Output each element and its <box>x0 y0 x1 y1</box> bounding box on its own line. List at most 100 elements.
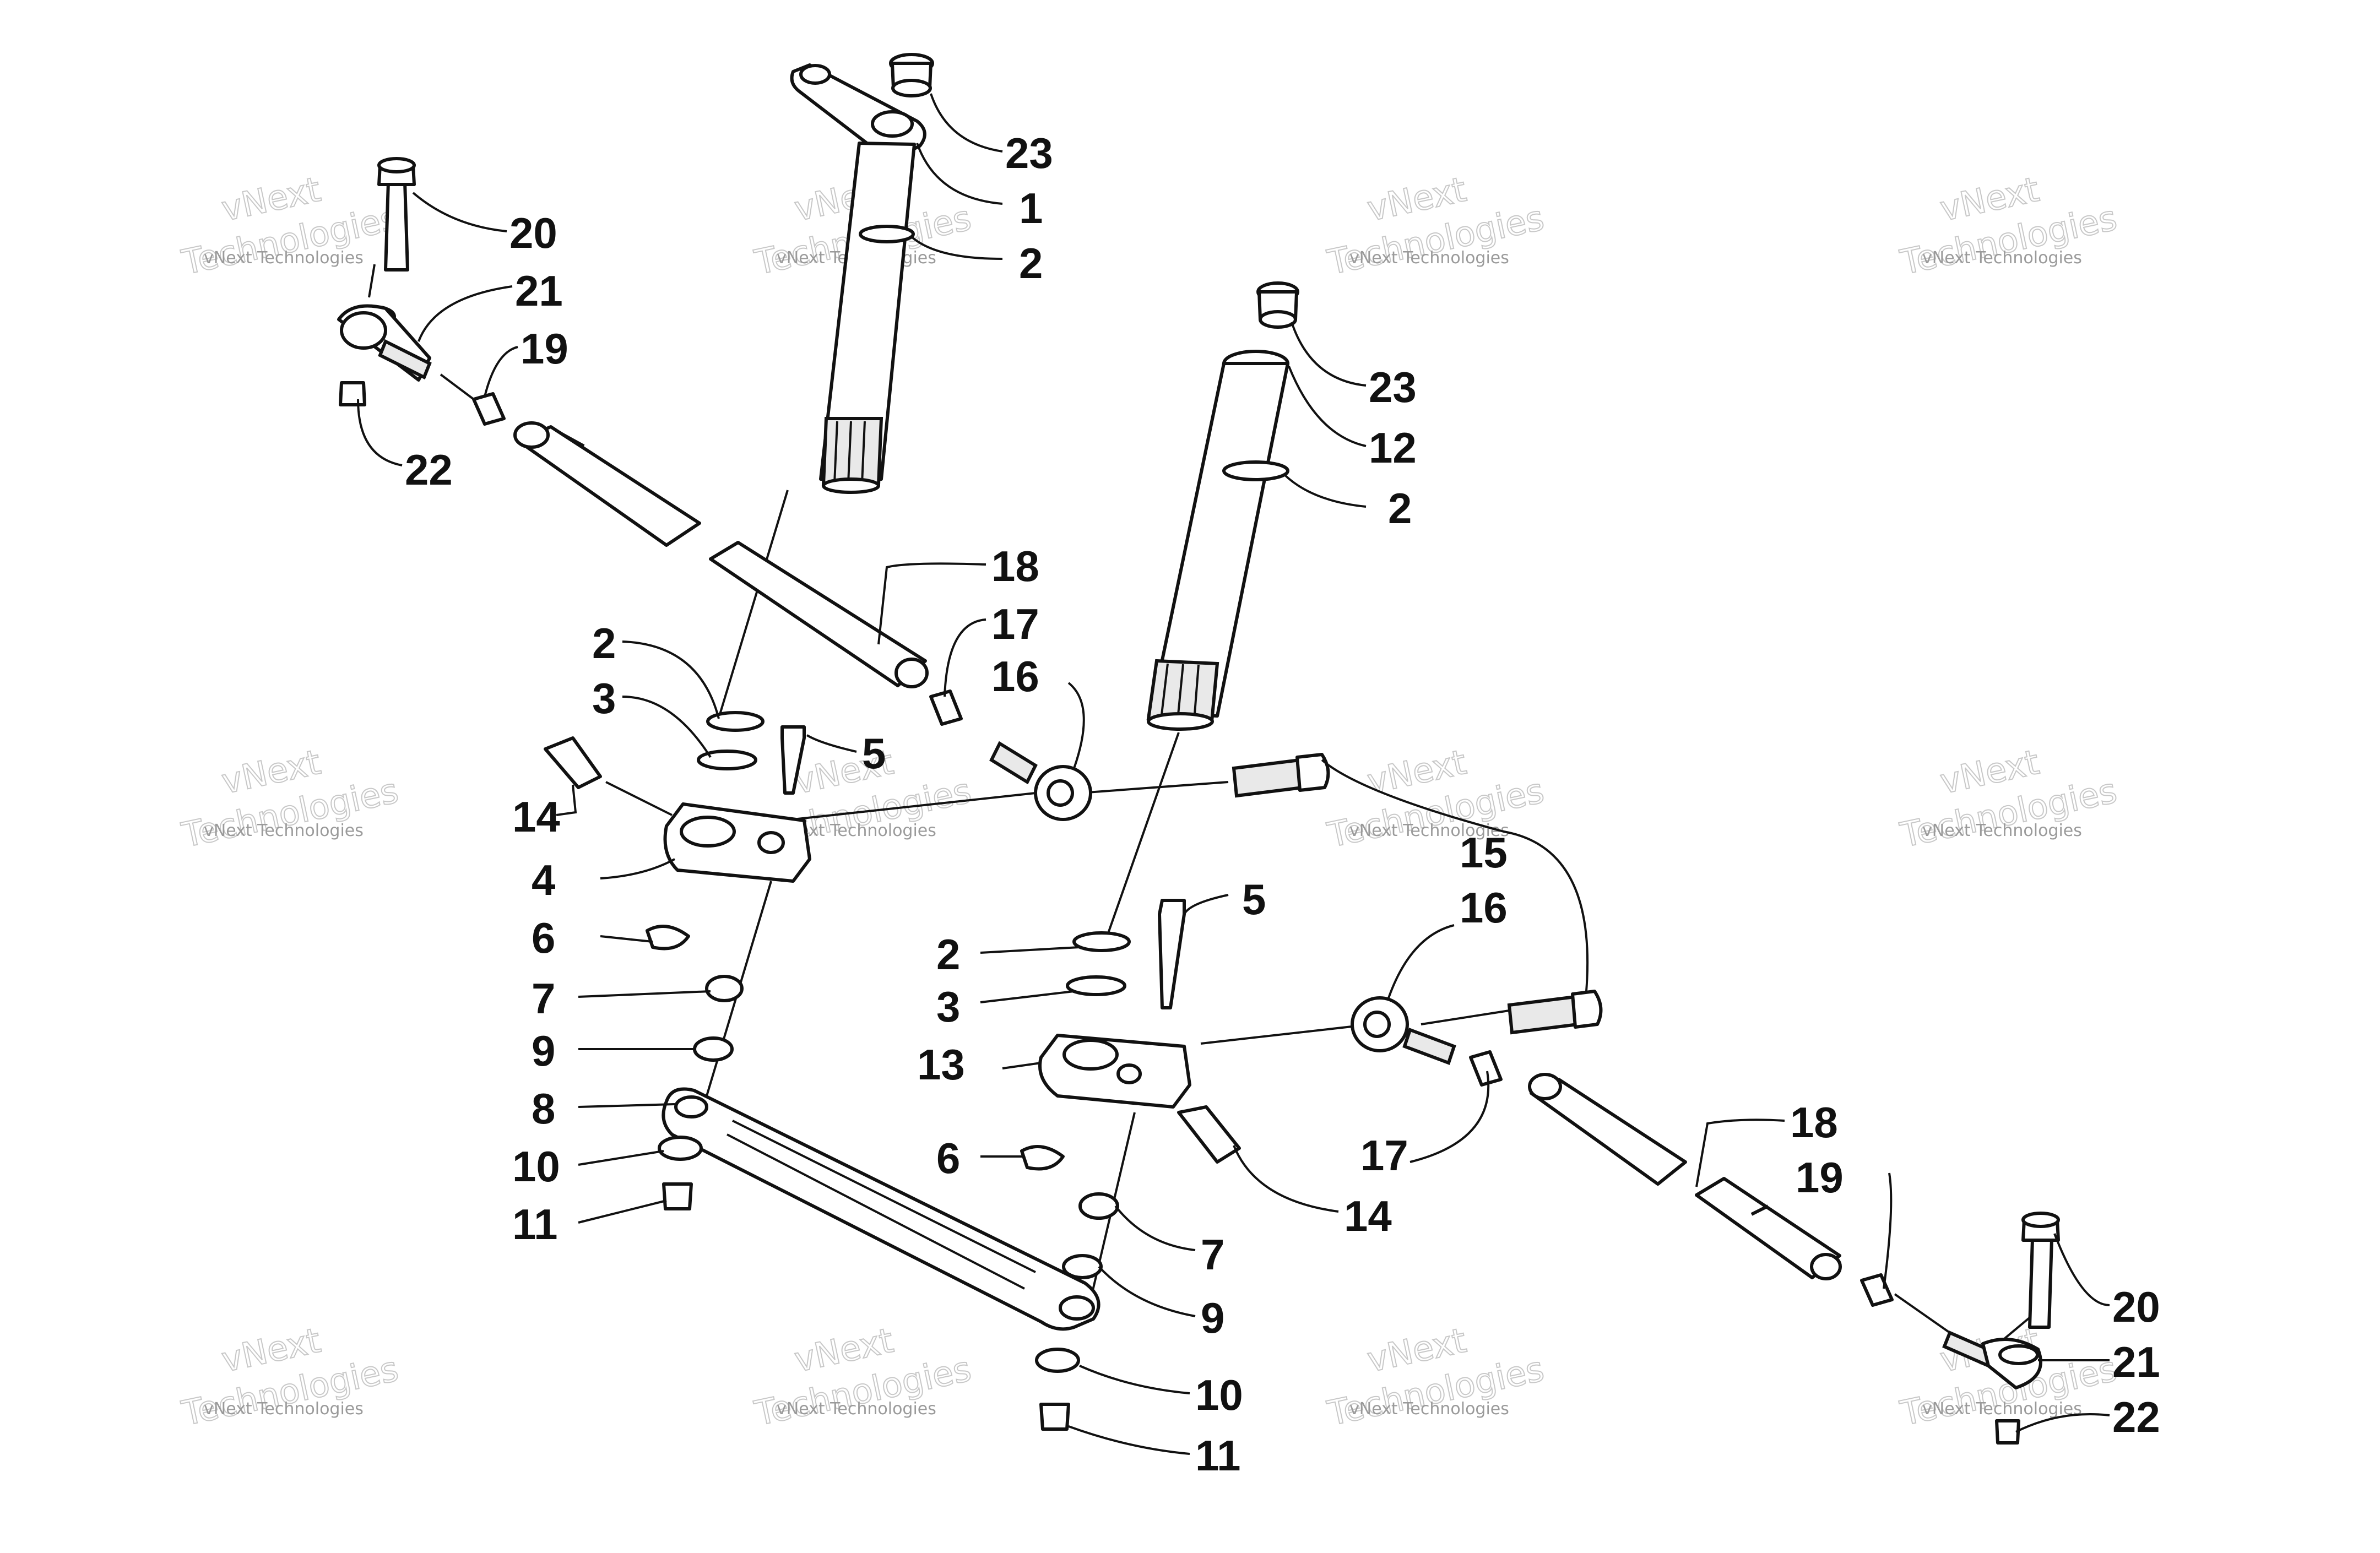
callout-labels: 23 1 2 20 21 19 22 23 12 2 18 17 16 2 3 … <box>405 129 2160 1480</box>
bolt-14-right <box>1177 1105 1241 1164</box>
tie-rod-lower-section <box>1695 1177 1841 1279</box>
callout-5-left: 5 <box>862 729 886 778</box>
washer-10-left <box>658 1136 703 1161</box>
bolt-5-left <box>780 725 806 795</box>
left-link-hardware <box>658 1136 703 1210</box>
watermark-text: vNext Technologies <box>1922 821 2082 840</box>
callout-2-top: 2 <box>1019 239 1043 287</box>
spindle-o-ring <box>859 225 915 243</box>
callout-23-right: 23 <box>1369 363 1417 411</box>
left-spindle <box>790 63 926 494</box>
callout-17-right: 17 <box>1360 1131 1408 1180</box>
callout-4: 4 <box>532 856 555 904</box>
watermark-text: vNext Technologies <box>1922 248 2082 268</box>
callout-18-left: 18 <box>991 542 1039 590</box>
rod-end-16-thread <box>989 741 1038 785</box>
axis-line-right-tie <box>1200 1023 1372 1045</box>
axis-line-left-bolt <box>1079 781 1229 794</box>
rod-end-thread <box>378 339 432 380</box>
clip-6-right <box>1020 1145 1065 1171</box>
right-rod-end-assembly <box>1860 1212 2060 1445</box>
nut-22-right <box>1995 1419 2020 1445</box>
watermark-text: vNext Technologies <box>1922 1399 2082 1419</box>
spindle-spline <box>821 417 883 486</box>
callout-6-left: 6 <box>532 914 555 962</box>
washer-9-right <box>1062 1254 1103 1279</box>
grease-cap-left <box>889 53 934 97</box>
right-tie-rod <box>1528 1073 1842 1280</box>
snap-ring-3-right <box>1066 975 1126 996</box>
washer-2-right <box>1072 931 1131 952</box>
nut-17 <box>929 689 963 726</box>
right-inner-rod-end <box>1351 990 1603 1087</box>
callout-19-left: 19 <box>521 324 568 373</box>
bushing-7-right <box>1078 1192 1119 1220</box>
axis-line-bolt-14 <box>605 781 673 816</box>
left-rod-end-assembly <box>337 157 506 426</box>
callout-12: 12 <box>1369 423 1417 472</box>
spindle-o-ring <box>1222 460 1289 481</box>
nut-19-right <box>1860 1273 1894 1307</box>
washer-21-right <box>1998 1344 2039 1365</box>
callout-9-left: 9 <box>532 1027 555 1075</box>
watermark-text: vNext Technologies <box>204 1399 364 1419</box>
watermark-text: vNext Technologies <box>204 821 364 840</box>
callout-21-right: 21 <box>2112 1338 2160 1386</box>
callout-15: 15 <box>1460 828 1508 877</box>
axis-line-bolt-20 <box>368 264 376 298</box>
callout-6-right: 6 <box>936 1134 960 1182</box>
callout-1: 1 <box>1019 184 1043 232</box>
watermark-group: vNext Technologies vNext Technologies vN… <box>178 169 2121 1434</box>
right-spindle <box>1146 350 1289 731</box>
axis-line-left-spindle <box>715 490 789 727</box>
clip-6-left <box>646 925 690 951</box>
callout-7-left: 7 <box>532 974 555 1023</box>
callout-23-top: 23 <box>1005 129 1053 177</box>
bolt-15-right-head <box>1571 990 1603 1029</box>
bolt-14-left <box>544 736 602 789</box>
left-tie-rod <box>513 421 929 688</box>
callout-2-right-top: 2 <box>1388 484 1412 533</box>
callout-20-right: 20 <box>2112 1283 2160 1331</box>
callout-10-right: 10 <box>1195 1371 1243 1419</box>
washer-9-left <box>693 1036 734 1062</box>
bolt-20-right-shank <box>2028 1237 2053 1329</box>
washer-10-right <box>1035 1348 1080 1373</box>
nut-19 <box>472 392 506 426</box>
nut-22 <box>339 381 366 406</box>
callout-19-right: 19 <box>1796 1153 1844 1202</box>
callout-13: 13 <box>917 1040 965 1089</box>
callout-17-left: 17 <box>991 600 1039 648</box>
callout-18-right: 18 <box>1790 1098 1838 1147</box>
bolt-5-right <box>1158 899 1186 1009</box>
left-pitman-arm <box>544 711 811 1062</box>
bushing-7-left <box>705 975 744 1002</box>
watermark-text: vNext Technologies <box>1349 248 1509 268</box>
leader-lines <box>357 93 2110 1455</box>
assembly-lines <box>368 264 2039 1339</box>
axis-line-right-spindle <box>1106 732 1180 937</box>
watermark-text: vNext Technologies <box>204 248 364 268</box>
watermark-text: vNext Technologies <box>777 1399 936 1419</box>
washer-2-left <box>706 711 765 732</box>
bolt-15 <box>1232 753 1330 798</box>
callout-9-right: 9 <box>1201 1294 1224 1342</box>
callout-3-right: 3 <box>936 982 960 1031</box>
callout-11-right: 11 <box>1195 1431 1240 1480</box>
tie-rod-upper-section <box>516 425 701 547</box>
watermark-text: vNext Technologies <box>1349 1399 1509 1419</box>
snap-ring-3-left <box>697 750 757 770</box>
callout-22-right: 22 <box>2112 1393 2160 1441</box>
spline-end <box>1147 712 1214 731</box>
grease-cap-right <box>1256 281 1299 329</box>
callout-22-left: 22 <box>405 446 453 494</box>
nut-17-right <box>1469 1050 1503 1087</box>
bolt-20-shank <box>384 180 409 271</box>
spindle-shaft <box>1150 362 1289 718</box>
axis-line-right-bolt <box>1421 1009 1510 1025</box>
tie-rod-lower-section <box>709 541 927 687</box>
spline-end <box>822 477 880 494</box>
arm-hub <box>871 110 914 138</box>
callout-11-left: 11 <box>512 1200 557 1248</box>
